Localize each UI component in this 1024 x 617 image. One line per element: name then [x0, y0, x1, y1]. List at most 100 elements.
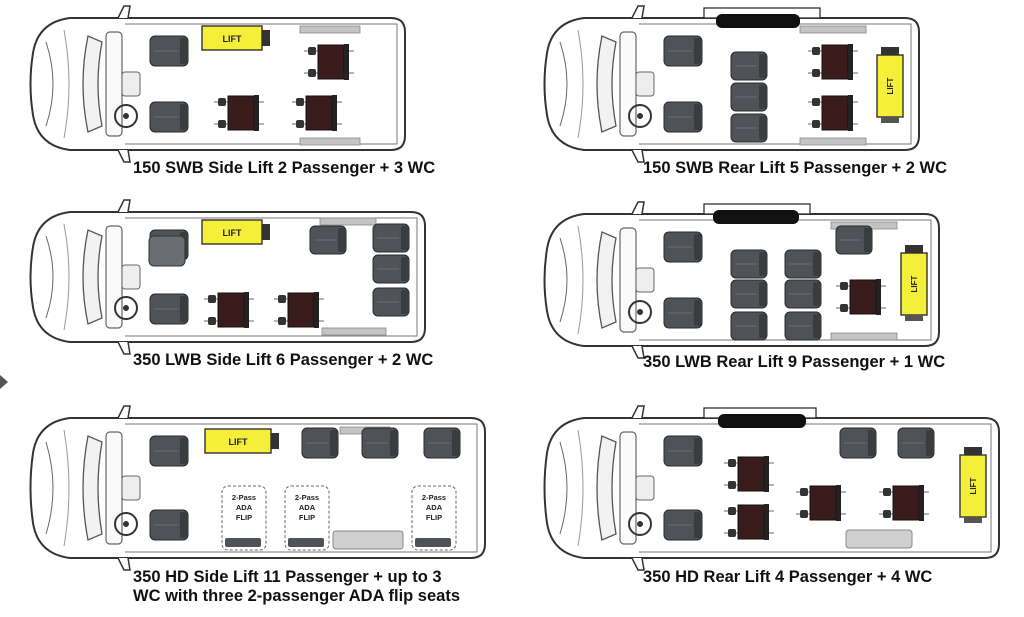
- passenger-seat: [663, 35, 703, 67]
- wheelchair-position: [214, 95, 264, 131]
- passenger-seat: [149, 435, 189, 467]
- wheelchair-back: [254, 95, 259, 131]
- dashboard: [619, 227, 637, 333]
- van-350-lwb-side-lift: LIFT: [29, 199, 426, 355]
- passenger-seat: [730, 249, 768, 279]
- passenger-seat: [730, 311, 768, 341]
- mirror-left: [117, 405, 131, 419]
- wheelchair-lift: LIFT: [204, 428, 279, 454]
- flip-seat-label: ADA: [236, 503, 253, 512]
- seat-back: [338, 228, 345, 252]
- flip-seat-label: ADA: [426, 503, 443, 512]
- hood-line: [63, 223, 70, 331]
- center-console: [121, 71, 141, 97]
- flip-seat-base: [415, 538, 451, 547]
- flip-seat-label: FLIP: [236, 513, 252, 522]
- wheel: [728, 459, 736, 467]
- wheelchair-back: [848, 44, 853, 80]
- dashboard: [619, 31, 637, 137]
- lift-label: LIFT: [969, 477, 978, 494]
- van-350-lwb-rear-lift: LIFT: [543, 201, 940, 359]
- wheelchair-position: [724, 504, 774, 540]
- wheelchair-seat: [809, 485, 837, 521]
- roof-hatch: [713, 210, 799, 224]
- lift-motor: [905, 245, 923, 253]
- wheelchair-position: [808, 44, 858, 80]
- wheelchair-position: [836, 279, 886, 315]
- wheelchair-seat: [821, 44, 849, 80]
- center-console: [121, 264, 141, 290]
- wheelchair-seat: [821, 95, 849, 131]
- wheel: [278, 295, 286, 303]
- passenger-seat: [663, 509, 703, 541]
- steering-wheel: [628, 104, 652, 128]
- lift-motor: [271, 433, 279, 449]
- wheelchair-seat: [305, 95, 333, 131]
- mirror-left: [631, 201, 645, 215]
- passenger-seat: [784, 311, 822, 341]
- center-console: [635, 475, 655, 501]
- wheelchair-back: [764, 456, 769, 492]
- seat-back: [813, 282, 820, 306]
- lift-motor-base: [881, 117, 899, 123]
- wheelchair-lift: LIFT: [876, 47, 904, 123]
- seat-back: [330, 430, 337, 456]
- caption-350-hd-side-lift-line1: 350 HD Side Lift 11 Passenger + up to 3: [133, 568, 442, 586]
- hood-line: [577, 429, 584, 547]
- seat-back: [180, 296, 187, 322]
- center-console: [121, 475, 141, 501]
- wheel: [308, 69, 316, 77]
- wheelchair-lift: LIFT: [900, 245, 928, 321]
- wheel: [728, 529, 736, 537]
- lift-label: LIFT: [886, 77, 895, 94]
- van-inner-wall: [639, 423, 992, 553]
- seat-back: [694, 300, 701, 326]
- passenger-seat: [730, 51, 768, 81]
- van-150-swb-rear-lift: LIFT: [543, 5, 920, 163]
- passenger-seat: [372, 287, 410, 317]
- seat-back: [813, 314, 820, 338]
- wheelchair-back: [314, 292, 319, 328]
- lift-platform: [204, 428, 272, 454]
- side-rail: [830, 332, 898, 341]
- lift-platform: [900, 252, 928, 316]
- wheelchair-back: [876, 279, 881, 315]
- wheelchair-seat: [892, 485, 920, 521]
- wheelchair-seat: [737, 504, 765, 540]
- seat-back: [759, 252, 766, 276]
- flip-seat-label: 2-Pass: [422, 493, 446, 502]
- seat-back: [759, 85, 766, 109]
- mirror-right: [117, 341, 131, 355]
- hood-line: [63, 29, 70, 139]
- van-150-swb-side-lift: LIFT: [29, 5, 406, 163]
- wheelchair-seat: [317, 44, 345, 80]
- steering-hub: [123, 113, 129, 119]
- hood-line: [559, 41, 568, 127]
- passenger-seat: [730, 279, 768, 309]
- passenger-seat: [784, 249, 822, 279]
- passenger-seat: [839, 427, 877, 459]
- mirror-left: [631, 405, 645, 419]
- lift-motor: [262, 224, 270, 240]
- wheelchair-back: [764, 504, 769, 540]
- caption-350-lwb-side-lift: 350 LWB Side Lift 6 Passenger + 2 WC: [133, 351, 434, 369]
- seat-back: [180, 104, 187, 130]
- hood-line: [45, 235, 54, 319]
- wheelchair-lift: LIFT: [201, 219, 270, 245]
- dashboard: [105, 225, 123, 329]
- lift-platform: [201, 25, 263, 51]
- wheelchair-back: [332, 95, 337, 131]
- windshield: [82, 435, 103, 541]
- van-350-hd-side-lift: LIFT2-PassADAFLIP2-PassADAFLIP2-PassADAF…: [29, 405, 486, 571]
- mirror-right: [631, 557, 645, 571]
- side-rail: [799, 25, 867, 34]
- steering-hub: [637, 113, 643, 119]
- wheel: [840, 304, 848, 312]
- passenger-seat: [897, 427, 935, 459]
- passenger-seat: [423, 427, 461, 459]
